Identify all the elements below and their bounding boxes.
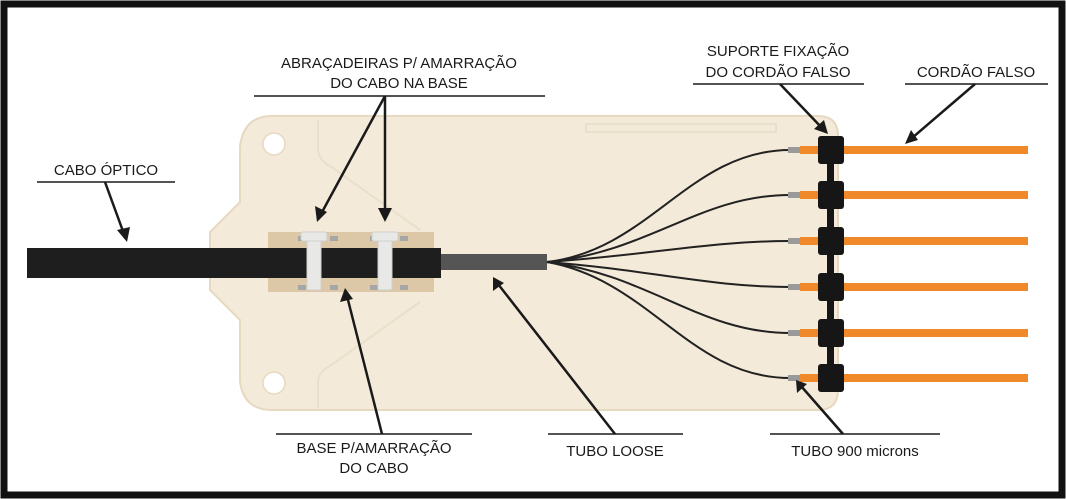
label-tube-900: TUBO 900 microns	[791, 443, 919, 460]
label-support-line2: DO CORDÃO FALSO	[705, 64, 850, 81]
pigtail-support	[818, 136, 844, 392]
arrow-heads	[117, 120, 918, 393]
pointer-arrows	[103, 83, 976, 435]
label-base-line1: BASE P/AMARRAÇÃO	[296, 440, 451, 457]
optical-cable	[27, 248, 441, 278]
pigtails	[800, 146, 1028, 382]
cable-clamp-left	[300, 231, 328, 291]
label-clamps-line1: ABRAÇADEIRAS P/ AMARRAÇÃO	[281, 55, 517, 72]
label-pigtail: CORDÃO FALSO	[917, 64, 1035, 81]
loose-tube	[441, 254, 547, 270]
label-loose-tube: TUBO LOOSE	[566, 443, 664, 460]
fibers	[546, 149, 791, 379]
label-optical-cable: CABO ÓPTICO	[54, 162, 158, 179]
tubes-900-microns	[788, 147, 802, 381]
cable-clamp-right	[371, 231, 399, 291]
mounting-hole-top	[262, 132, 286, 156]
mounting-hole-bottom	[262, 371, 286, 395]
base-ridge-left	[317, 120, 421, 231]
label-clamps-line2: DO CABO NA BASE	[330, 75, 468, 92]
label-support-line1: SUPORTE FIXAÇÃO	[707, 43, 849, 60]
label-underlines	[37, 83, 1048, 435]
base-slot-top	[585, 123, 777, 133]
base-ridge-bottom	[317, 301, 421, 408]
label-base-line2: DO CABO	[339, 460, 408, 477]
